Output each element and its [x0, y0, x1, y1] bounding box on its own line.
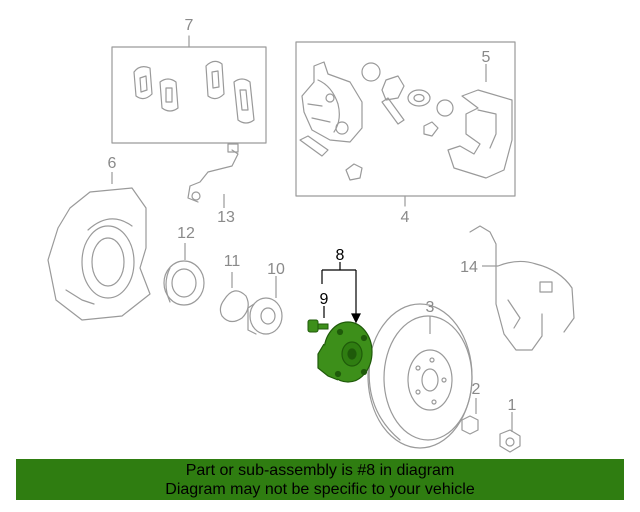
- hub-bearing-spacer: [247, 297, 283, 335]
- axle-hub-nut: [499, 429, 521, 453]
- info-banner: Part or sub-assembly is #8 in diagram Di…: [16, 459, 624, 500]
- wheel-bearing: [163, 260, 205, 306]
- caliper-bracket: [447, 89, 513, 179]
- callout-13[interactable]: 13: [217, 209, 235, 226]
- callout-1[interactable]: 1: [508, 397, 517, 414]
- brake-rotor: [367, 303, 473, 449]
- callout-3[interactable]: 3: [426, 299, 435, 316]
- brake-pad-set: [133, 60, 255, 124]
- callout-8[interactable]: 8: [336, 247, 345, 264]
- callout-11[interactable]: 11: [224, 253, 241, 270]
- lug-nut: [461, 415, 479, 435]
- abs-sensor-wire: [469, 225, 575, 351]
- callout-6[interactable]: 6: [108, 155, 117, 172]
- callout-2[interactable]: 2: [472, 381, 481, 398]
- callout-9[interactable]: 9: [320, 291, 329, 308]
- caliper-seals: [299, 62, 454, 181]
- callout-12[interactable]: 12: [177, 225, 195, 242]
- callout-4[interactable]: 4: [401, 209, 410, 226]
- callout-10[interactable]: 10: [267, 261, 285, 278]
- dust-shield: [47, 187, 151, 321]
- banner-line-2: Diagram may not be specific to your vehi…: [165, 481, 475, 498]
- snap-ring: [219, 290, 249, 323]
- abs-sensor-front: [187, 143, 239, 203]
- hub-bolt-highlighted: [307, 319, 329, 333]
- callout-7[interactable]: 7: [185, 17, 194, 34]
- brake-caliper: [301, 61, 363, 143]
- callout-14[interactable]: 14: [460, 259, 478, 276]
- banner-line-1: Part or sub-assembly is #8 in diagram: [185, 462, 455, 479]
- callout-5[interactable]: 5: [482, 49, 491, 66]
- pad-kit-box: [111, 46, 267, 144]
- hub-assembly-highlighted: [317, 321, 373, 383]
